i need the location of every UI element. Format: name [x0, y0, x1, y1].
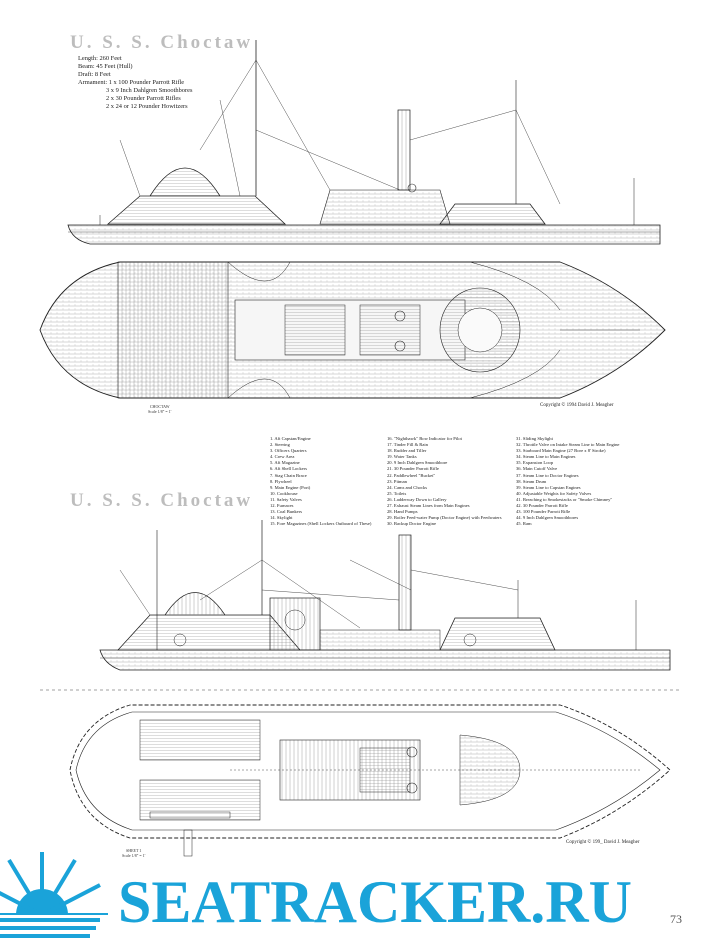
- legend-item: 36. Main Cutoff Valve: [516, 466, 558, 472]
- top-scale-label: CHOCTAW: [149, 404, 170, 409]
- legend-item: 23. Pitman: [387, 478, 407, 484]
- top-plan-drawing: [39, 261, 666, 399]
- legend-item: 18. Rudder and Tiller: [387, 448, 427, 454]
- top-copyright: Copyright © 1994 David J. Meagher: [540, 403, 614, 408]
- bottom-scale-block: SHEET 1 Scale 1/8" = 1': [122, 848, 145, 858]
- spec-draft: Draft: 8 Feet: [78, 71, 111, 78]
- spec-armament-2: 3 x 9 Inch Dahlgren Smoothbores: [106, 87, 193, 94]
- spec-armament-1: Armament: 1 x 100 Pounder Parrott Rifle: [78, 79, 185, 86]
- legend-item: 16. "Nighthawk" Bow Indicator for Pilot: [387, 436, 462, 441]
- legend-item: 42. 30 Pounder Parrott Rifle: [516, 503, 568, 509]
- spec-armament-4: 2 x 24 or 12 Pounder Howitzers: [106, 103, 188, 110]
- spec-beam: Beam: 45 Feet (Hull): [78, 63, 133, 70]
- watermark-text: SEATRACKER.RU: [118, 869, 632, 935]
- legend-item: 28. Hand Pumps: [387, 509, 418, 515]
- top-elevation-drawing: [67, 40, 661, 245]
- legend-item: 6. Aft Shell Lockers: [270, 466, 307, 472]
- legend-item: 34. Steam Line to Main Engines: [516, 454, 576, 460]
- legend-item: 7. Stag Chain Brace: [270, 472, 307, 478]
- page-number: 73: [670, 912, 682, 926]
- legend-item: 37. Steam Line to Doctor Engines: [516, 472, 579, 478]
- spec-armament-3: 2 x 30 Pounder Parrott Rifles: [106, 95, 181, 102]
- bottom-plan-drawing: [69, 704, 671, 857]
- legend-item: 45. Ram: [516, 521, 532, 527]
- top-title: U. S. S. Choctaw: [70, 32, 254, 53]
- legend-item: 35. Expansion Loop: [516, 460, 554, 466]
- legend-column-1: 1. Aft Capstan/Engine 2. Steering 3. Off…: [270, 436, 385, 527]
- legend-item: 41. Breaching to Smokestacks or "Smoke C…: [516, 496, 613, 502]
- legend-item: 29. Boiler Feed-water Pump (Doctor Engin…: [387, 515, 502, 521]
- legend-item: 8. Flywheel: [270, 478, 292, 484]
- legend-item: 11. Safety Valves: [270, 496, 302, 502]
- legend-item: 1. Aft Capstan/Engine: [270, 436, 311, 441]
- legend-item: 24. Cams and Chocks: [387, 484, 428, 490]
- legend-item: 33. Starboard Main Engine (27 Bore x 8' …: [516, 448, 606, 454]
- legend-item: 21. 30 Pounder Parrott Rifle: [387, 466, 439, 472]
- legend-item: 40. Adjustable Weights for Safety Valves: [516, 490, 592, 496]
- legend-item: 5. Aft Magazine: [270, 460, 300, 466]
- legend-item: 12. Furnaces: [270, 503, 294, 509]
- spec-list: Length: 260 Feet Beam: 45 Feet (Hull) Dr…: [78, 55, 278, 111]
- bottom-elevation-drawing: [99, 520, 671, 671]
- legend-item: 43. 100 Pounder Parrott Rifle: [516, 509, 571, 515]
- legend-item: 30. Backup Doctor Engine: [387, 521, 436, 527]
- bottom-copyright: Copyright © 199_ David J. Meagher: [566, 840, 640, 845]
- legend-item: 9. Main Engine (Port): [270, 484, 311, 490]
- legend-item: 44. 9 Inch Dahlgren Smoothbores: [516, 515, 579, 521]
- legend-item: 32. Throttle Valve on Intake Steam Line …: [516, 442, 620, 448]
- top-scale-block: CHOCTAW Scale 1/8" = 1': [148, 404, 171, 414]
- bottom-scale-label: SHEET 1: [126, 848, 142, 853]
- legend-item: 13. Coal Bunkers: [270, 509, 303, 515]
- legend-item: 19. Water Tanks: [387, 454, 417, 460]
- legend-item: 3. Officers Quarters: [270, 448, 307, 454]
- legend-item: 2. Steering: [270, 442, 290, 448]
- legend-item: 10. Cookhouse: [270, 490, 298, 496]
- spec-length: Length: 260 Feet: [78, 55, 122, 62]
- bottom-title: U. S. S. Choctaw: [70, 490, 254, 511]
- legend-item: 15. Fore Magazines (Shell Lockers Outboa…: [270, 521, 372, 527]
- legend-item: 31. Sliding Skylight: [516, 436, 553, 441]
- legend-item: 22. Paddlewheel "Bucket": [387, 472, 436, 478]
- legend-item: 38. Steam Drum: [516, 478, 547, 484]
- legend-column-3: 31. Sliding Skylight 32. Throttle Valve …: [516, 436, 676, 527]
- top-scale-note: Scale 1/8" = 1': [148, 409, 172, 414]
- legend-item: 39. Steam Line to Capstan Engines: [516, 484, 581, 490]
- legend-item: 17. Tinder Fill & Rain: [387, 442, 428, 448]
- bottom-scale-note: Scale 1/8" = 1': [122, 853, 146, 858]
- legend-column-2: 16. "Nighthawk" Bow Indicator for Pilot …: [387, 436, 512, 527]
- legend-item: 25. Toilets: [387, 490, 407, 496]
- legend-item: 14. Skylight: [270, 515, 293, 521]
- legend-item: 27. Exhaust Steam Lines from Main Engine…: [387, 503, 470, 509]
- legend-item: 26. Ladderway Down to Gallery: [387, 496, 447, 502]
- legend-item: 20. 9 Inch Dahlgren Smoothbore: [387, 460, 448, 466]
- legend-item: 4. Crew Area: [270, 454, 295, 460]
